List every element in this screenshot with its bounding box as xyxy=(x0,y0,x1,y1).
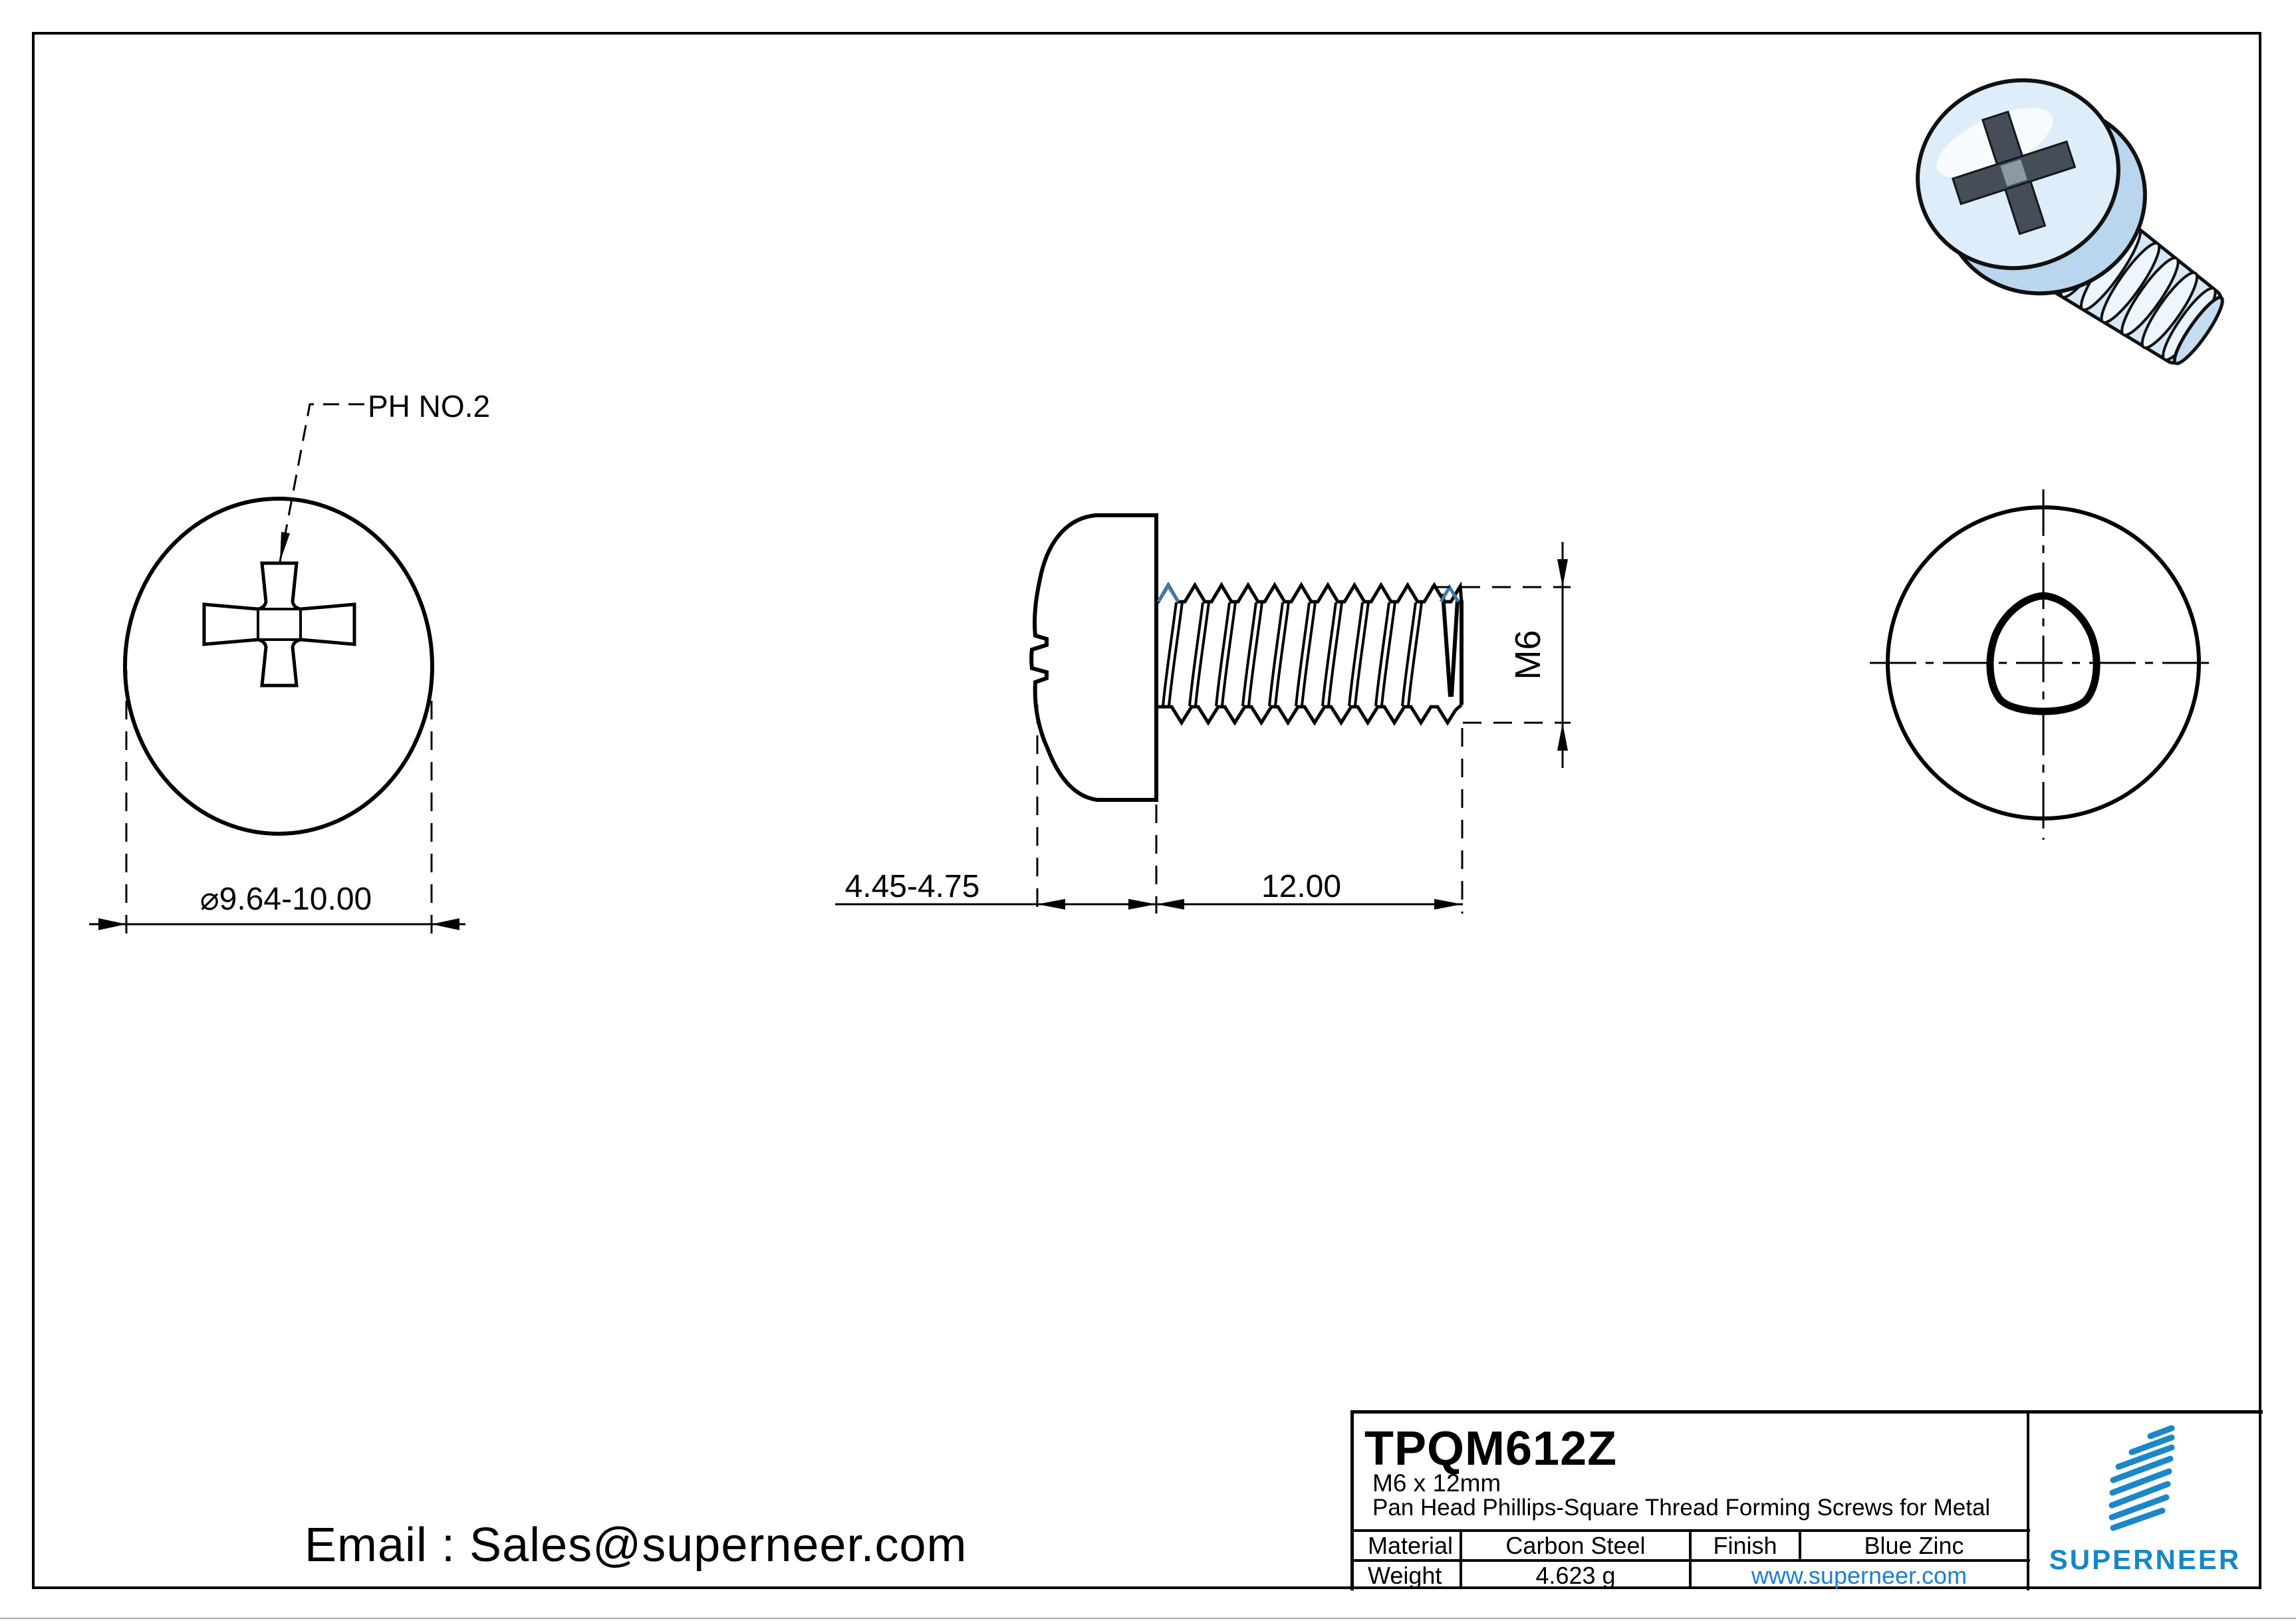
head-height-dim-text: 4.45-4.75 xyxy=(845,869,980,904)
screw-3d-phillips-slot xyxy=(1951,110,2077,235)
center-cross xyxy=(2027,646,2060,680)
thread-end-highlight xyxy=(1439,584,1460,603)
diameter-dim-text: ⌀9.64-10.00 xyxy=(200,882,372,917)
finish-label: Finish xyxy=(1713,1531,1777,1559)
thread-bottom-crests xyxy=(1156,703,1463,726)
leader-arrowhead xyxy=(280,532,290,562)
page-border xyxy=(32,32,2261,1589)
weight-label: Weight xyxy=(1368,1561,1442,1589)
recess-label: PH NO.2 xyxy=(368,389,490,424)
brand-logo-text: SUPERNEER xyxy=(2049,1544,2241,1575)
part-description: Pan Head Phillips-Square Thread Forming … xyxy=(1372,1495,1991,1521)
screw-3d-render xyxy=(1916,78,2224,366)
table-col-line-1 xyxy=(1460,1529,1462,1589)
length-dimensions xyxy=(835,705,1464,914)
thread-top-crests xyxy=(1156,581,1464,604)
thread-start-highlight xyxy=(1156,582,1180,603)
table-col-line-2 xyxy=(1689,1529,1692,1589)
trilobular-shank-outline xyxy=(1986,592,2101,715)
weight-value: 4.623 g xyxy=(1535,1561,1616,1589)
thread-flank-lines xyxy=(1162,602,1423,707)
logo-panel-divider xyxy=(2027,1410,2029,1590)
material-value: Carbon Steel xyxy=(1505,1531,1646,1559)
part-number: TPQM612Z xyxy=(1364,1422,1618,1475)
material-label: Material xyxy=(1368,1531,1454,1559)
thread-size-label: M6 xyxy=(1508,630,1548,680)
website-link[interactable]: www.superneer.com xyxy=(1751,1561,1968,1589)
head-profile xyxy=(1029,513,1158,802)
phillips-recess-center-square xyxy=(257,608,302,641)
front-view: PH NO.2 ⌀9.64-10.00 xyxy=(89,389,490,936)
thread-end-runout xyxy=(1441,593,1464,705)
side-view: 4.45-4.75 12.00 M6 xyxy=(835,513,1571,914)
head-outline-front xyxy=(123,497,434,836)
finish-value: Blue Zinc xyxy=(1864,1531,1964,1559)
contact-email-text: Email : Sales@superneer.com xyxy=(305,1519,967,1572)
diameter-dimension xyxy=(89,670,465,936)
page-bottom-hairline xyxy=(0,1618,2296,1619)
thread-length-dim-text: 12.00 xyxy=(1261,869,1341,904)
back-view xyxy=(1870,489,2218,840)
thread-size-dimension xyxy=(1431,542,1571,768)
brand-logo-mark xyxy=(2108,1425,2175,1531)
title-block xyxy=(1350,1410,2263,1590)
part-size: M6 x 12mm xyxy=(1372,1469,1501,1497)
recess-leader-line xyxy=(279,403,364,562)
table-col-line-3 xyxy=(1799,1529,1801,1559)
